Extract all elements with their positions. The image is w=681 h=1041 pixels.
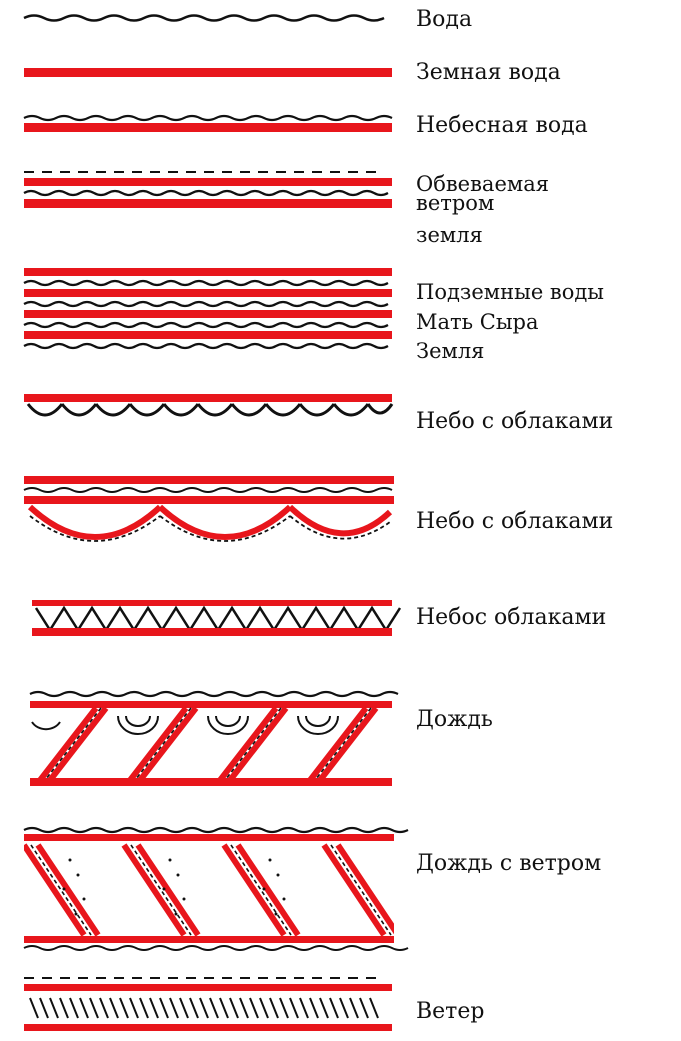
label-zemlya: земля: [416, 225, 483, 245]
earth-water-red-band: [24, 68, 392, 77]
symbol-earth-water: [24, 68, 392, 77]
label-vetrom: ветром: [416, 193, 494, 213]
label-veter: Ветер: [416, 1000, 484, 1024]
symbol-sky-clouds-2: [24, 476, 394, 541]
label-nebesnaya-voda: Небесная вода: [416, 114, 588, 138]
label-mat-syra: Мать Сыра: [416, 312, 539, 332]
label-voda: Вода: [416, 8, 472, 32]
heavenly-water-red-band: [24, 123, 392, 132]
label-zemlya2: Земля: [416, 341, 484, 361]
water-wavy-line: [24, 16, 384, 21]
symbol-rain-wind: [24, 828, 408, 950]
symbol-sky-clouds-3: [32, 600, 400, 636]
label-podzemnye: Подземные воды: [416, 282, 604, 302]
symbol-mother-earth: [24, 268, 392, 348]
symbol-sky-clouds-1: [24, 394, 392, 415]
symbol-rain: [30, 692, 398, 788]
symbol-wind-blown-earth: [24, 172, 392, 208]
heavenly-water-wavy-line: [24, 116, 392, 120]
symbol-wind: [24, 978, 392, 1031]
label-zemnaya-voda: Земная вода: [416, 61, 561, 85]
label-nebo-1: Небо с облаками: [416, 410, 613, 434]
label-nebo-2: Небо с облаками: [416, 510, 613, 534]
label-nebo-3: Небос облаками: [416, 606, 606, 630]
label-dozhd: Дождь: [416, 708, 493, 732]
symbol-water: [24, 16, 384, 21]
label-dozhd-veter: Дождь с ветром: [416, 852, 601, 876]
symbol-heavenly-water: [24, 116, 392, 132]
